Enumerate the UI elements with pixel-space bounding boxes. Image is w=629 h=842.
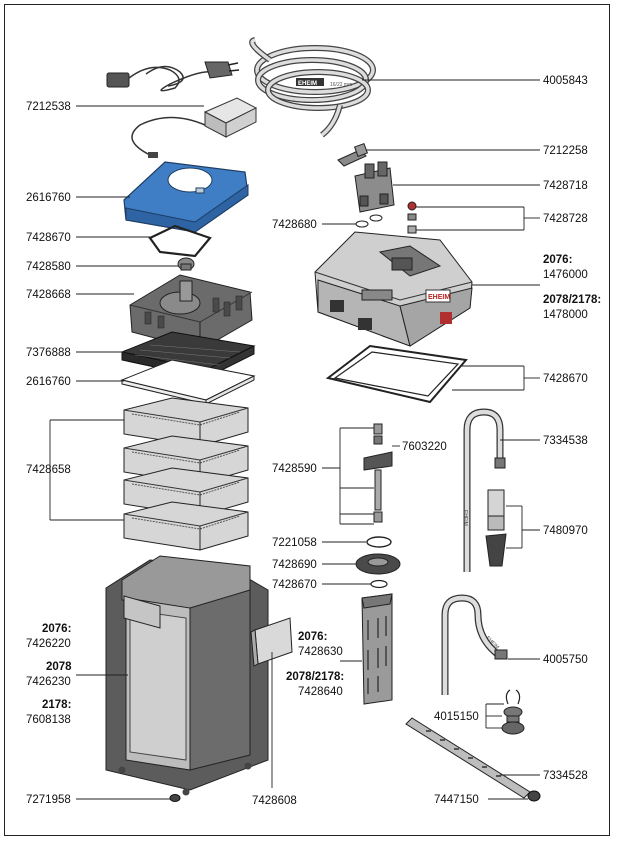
power-adapter	[131, 97, 258, 158]
label-7376888: 7376888	[26, 347, 71, 359]
label-2078-2178-prefilter: 2078/2178:	[286, 671, 344, 683]
intake-bend: EHEIM	[441, 594, 508, 695]
label-7428658: 7428658	[26, 464, 71, 476]
label-1478000: 1478000	[543, 309, 588, 321]
prefilter-tube	[361, 593, 393, 705]
label-2076-prefilter: 2076:	[298, 631, 327, 643]
label-7428728: 7428728	[543, 213, 588, 225]
connector-plug	[337, 142, 369, 167]
power-cord	[106, 61, 240, 92]
media-container-1	[123, 397, 249, 447]
label-7221058: 7221058	[272, 537, 317, 549]
media-container-4	[123, 501, 249, 551]
label-7428680: 7428680	[272, 219, 317, 231]
label-7428630: 7428630	[298, 646, 343, 658]
hose-coil: EHEIM 16/22 mm	[249, 37, 376, 138]
label-4015150: 4015150	[434, 711, 479, 723]
label-2076-head: 2076:	[543, 254, 572, 266]
small-o-ring	[370, 579, 388, 589]
handle-clip	[250, 617, 293, 667]
label-7428690: 7428690	[272, 559, 317, 571]
label-7428670-top: 7428670	[26, 232, 71, 244]
label-7271958: 7271958	[26, 794, 71, 806]
label-2078-2178-head: 2078/2178:	[543, 294, 601, 306]
large-o-ring	[366, 536, 392, 548]
label-2616760-lid: 2616760	[26, 192, 71, 204]
top-seal	[148, 224, 212, 258]
adapter-valve	[354, 161, 395, 213]
label-1476000: 1476000	[543, 269, 588, 281]
label-7428670-head: 7428670	[543, 373, 588, 385]
canister-body	[105, 555, 269, 796]
label-4005750: 4005750	[543, 654, 588, 666]
label-7428580: 7428580	[26, 261, 71, 273]
label-7334538: 7334538	[543, 435, 588, 447]
label-7426220: 7426220	[26, 638, 71, 650]
label-7428670-small: 7428670	[272, 579, 317, 591]
label-7334528: 7334528	[543, 770, 588, 782]
small-o-rings	[355, 214, 383, 228]
label-4005843: 4005843	[543, 75, 588, 87]
pump-head: EHEIM	[314, 231, 473, 347]
label-7428608: 7428608	[252, 795, 297, 807]
label-2078-body: 2078	[46, 661, 72, 673]
label-7603220: 7603220	[402, 441, 447, 453]
label-7428718: 7428718	[543, 180, 588, 192]
small-valve-parts	[407, 201, 417, 234]
label-7426230: 7426230	[26, 676, 71, 688]
head-seal	[325, 344, 468, 404]
impeller-assembly	[363, 423, 393, 523]
label-7428668: 7428668	[26, 289, 71, 301]
label-7428640: 7428640	[298, 686, 343, 698]
label-7428590: 7428590	[272, 463, 317, 475]
label-2616760-pad: 2616760	[26, 376, 71, 388]
media-container-3	[123, 467, 249, 517]
label-2178-body: 2178:	[42, 699, 71, 711]
blue-lid	[123, 161, 249, 233]
outlet-pipe: EHEIM	[462, 408, 506, 572]
foot	[169, 794, 181, 802]
tube-cap	[527, 790, 541, 802]
spray-fitting	[485, 489, 507, 567]
head-brand-text: EHEIM	[428, 294, 450, 301]
hose-brand-text: EHEIM	[298, 81, 317, 87]
suction-cups	[501, 689, 525, 735]
pipe-brand-text: EHEIM	[462, 510, 468, 526]
top-filter-basket	[129, 274, 253, 351]
label-7212538: 7212538	[26, 101, 71, 113]
label-7212258: 7212258	[543, 145, 588, 157]
label-2076-body: 2076:	[42, 623, 71, 635]
leader-lines	[49, 79, 540, 800]
label-7608138: 7608138	[26, 714, 71, 726]
hose-spec-text: 16/22 mm	[330, 82, 352, 88]
label-7447150: 7447150	[434, 794, 479, 806]
small-knob	[177, 257, 195, 271]
part-labels: 4005843 7212538 7212258 2616760 7428718 …	[26, 75, 601, 807]
fine-pad	[120, 359, 256, 405]
label-7480970: 7480970	[543, 525, 588, 537]
pump-cover	[355, 553, 401, 575]
